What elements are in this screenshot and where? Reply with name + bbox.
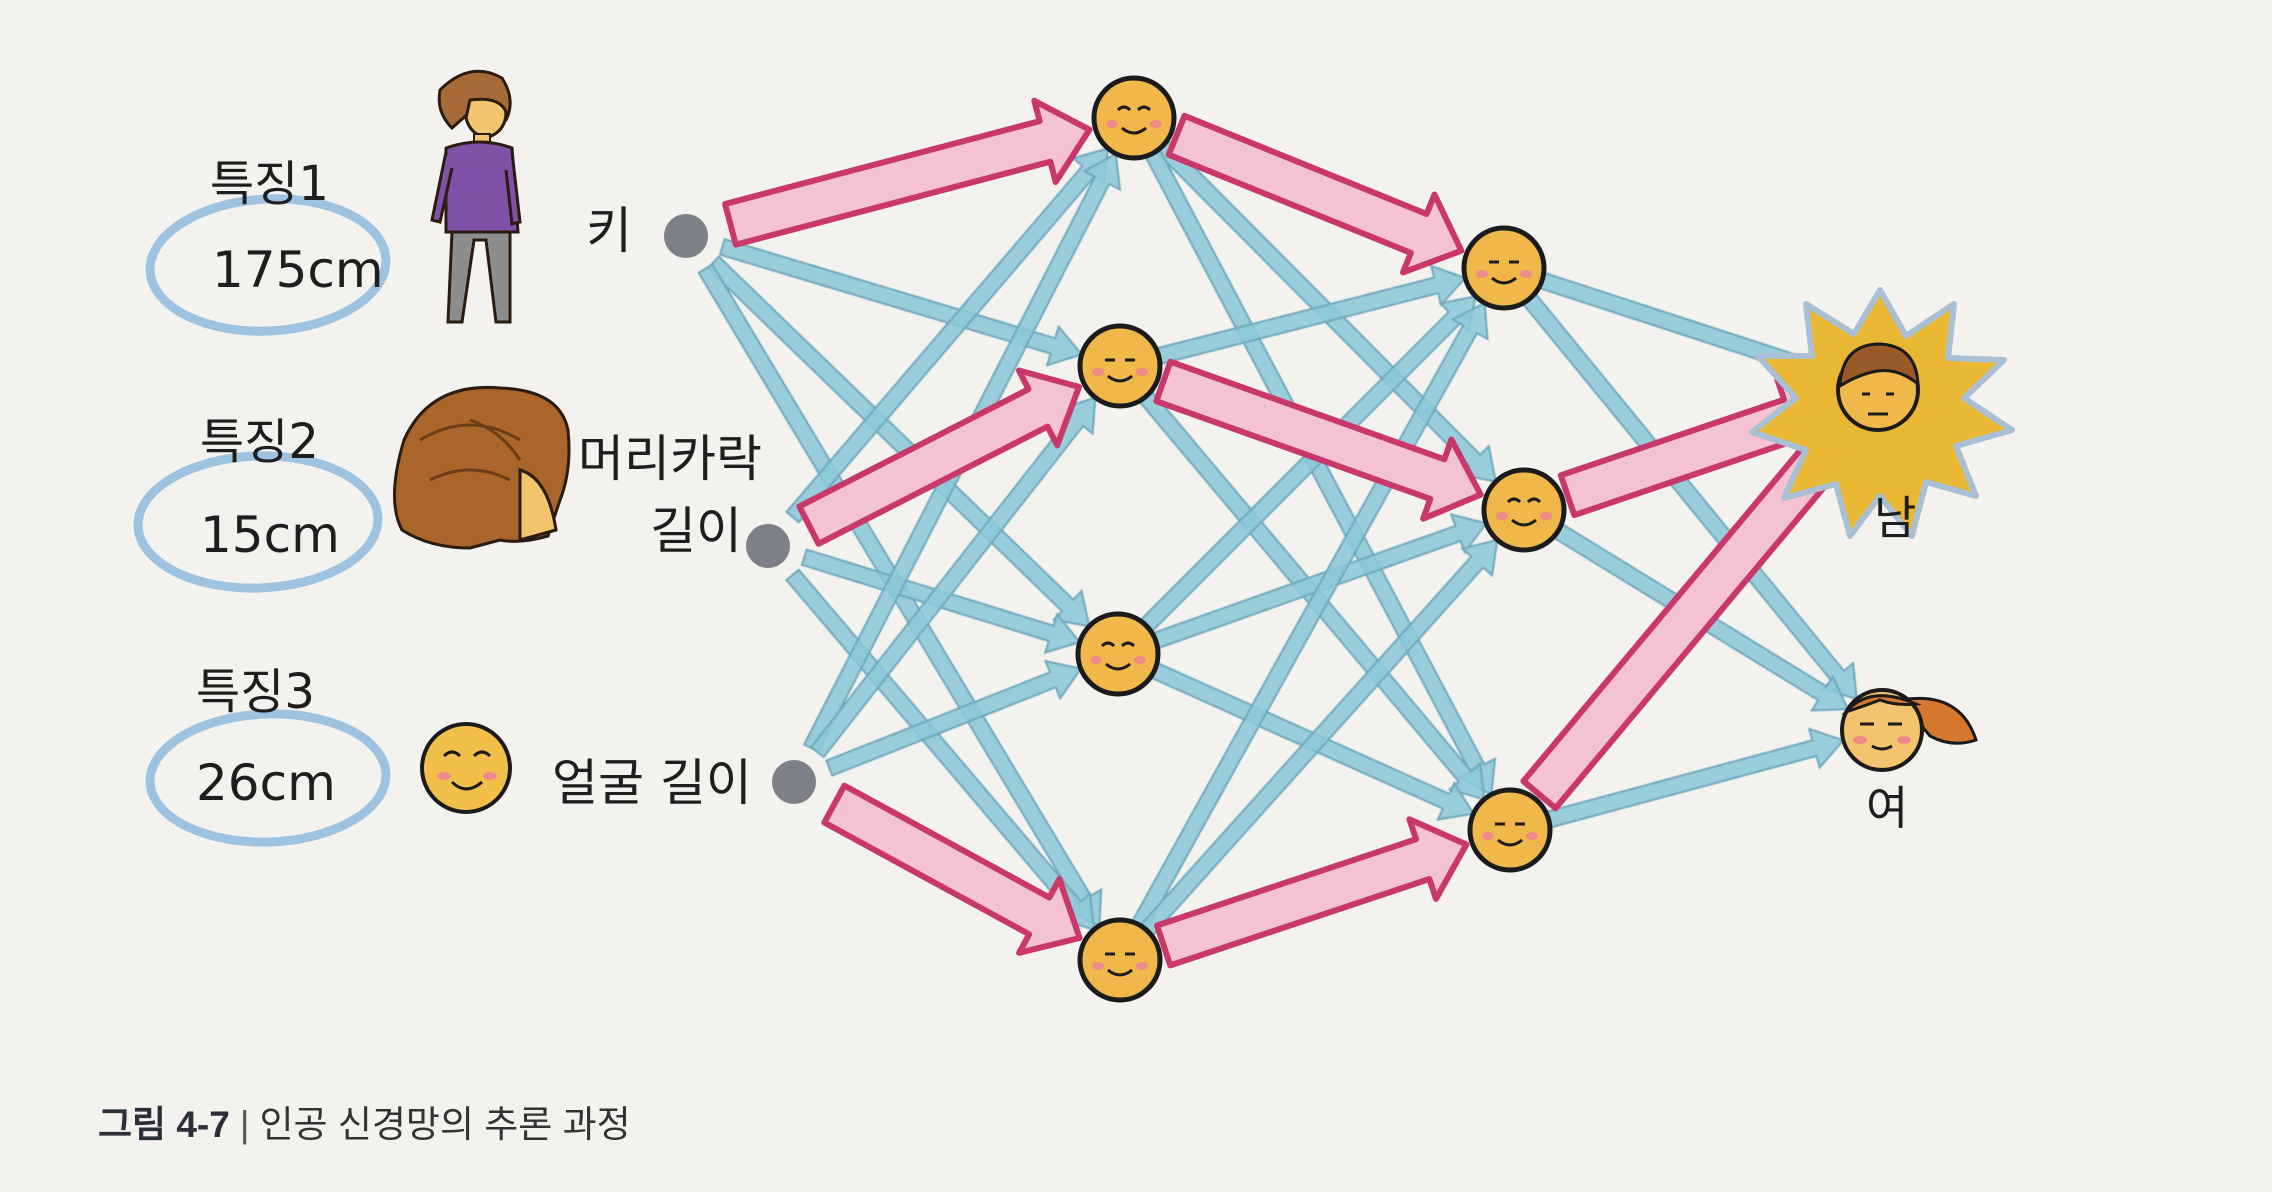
input-nodes: [664, 214, 816, 804]
feature-2-ellipse: [133, 451, 383, 593]
hidden-nodes: [1075, 75, 1567, 1003]
feature-3-ellipse: [145, 709, 391, 847]
feature-1-value: 175cm: [212, 241, 384, 299]
input-node-2: [746, 524, 790, 568]
input-labels: 키 머리카락 길이 얼굴 길이: [552, 202, 762, 812]
connection-arrow: [1149, 513, 1488, 651]
hidden-node-layer2-3: [1467, 787, 1553, 873]
male-output: [1749, 287, 2015, 539]
figure-caption: 그림 4-7|인공 신경망의 추론 과정: [98, 1094, 631, 1148]
highlight-arrow: [1154, 816, 1470, 969]
input-node-1: [664, 214, 708, 258]
pink-connections: [722, 97, 1855, 969]
connection-arrow: [825, 659, 1083, 777]
input-label-hair-line1: 머리카락: [578, 430, 762, 488]
hidden-node-layer1-4: [1077, 917, 1163, 1003]
output-label-female: 여: [1866, 781, 1908, 835]
feature-1-tag: 특징1: [210, 156, 329, 212]
feature-2-value: 15cm: [200, 506, 340, 564]
feature-texts: 특징1 175cm 특징2 15cm 특징3 26cm: [196, 156, 384, 812]
output-label-male: 남: [1874, 491, 1916, 545]
input-label-hair-line2: 길이: [650, 502, 742, 560]
input-node-3: [772, 760, 816, 804]
feature-2-tag: 특징2: [200, 414, 319, 470]
highlight-arrow: [821, 782, 1083, 956]
caption-figure-number: 그림 4-7: [98, 1104, 230, 1145]
feature-1-ellipse: [145, 194, 391, 336]
person-icon: [430, 69, 522, 324]
face-icon: [420, 722, 512, 814]
connection-arrow: [809, 396, 1097, 759]
female-face-icon: [1840, 688, 1978, 772]
female-output: [1840, 688, 1978, 772]
input-label-face: 얼굴 길이: [552, 754, 752, 812]
feature-ellipses: [133, 194, 391, 847]
connection-arrow: [1543, 727, 1846, 830]
hidden-node-layer2-1: [1461, 225, 1547, 311]
connection-arrow: [1153, 264, 1467, 366]
connection-arrow: [718, 237, 1084, 367]
caption-separator: |: [239, 1104, 250, 1145]
feature-3-value: 26cm: [196, 754, 336, 812]
hidden-node-layer1-3: [1075, 611, 1161, 697]
male-face-icon: [1836, 342, 1920, 432]
caption-title: 인공 신경망의 추론 과정: [259, 1104, 631, 1145]
highlight-arrow: [1165, 112, 1465, 276]
hair-icon: [393, 385, 571, 550]
highlight-arrow: [796, 367, 1082, 547]
hidden-node-layer1-1: [1091, 75, 1177, 161]
hidden-node-layer2-2: [1481, 467, 1567, 553]
highlight-arrow: [1153, 358, 1484, 522]
feature-3-tag: 특징3: [196, 664, 315, 720]
hidden-node-layer1-2: [1077, 323, 1163, 409]
input-label-height: 키: [586, 202, 632, 260]
connection-arrow: [1137, 538, 1499, 939]
highlight-arrow: [722, 97, 1093, 248]
